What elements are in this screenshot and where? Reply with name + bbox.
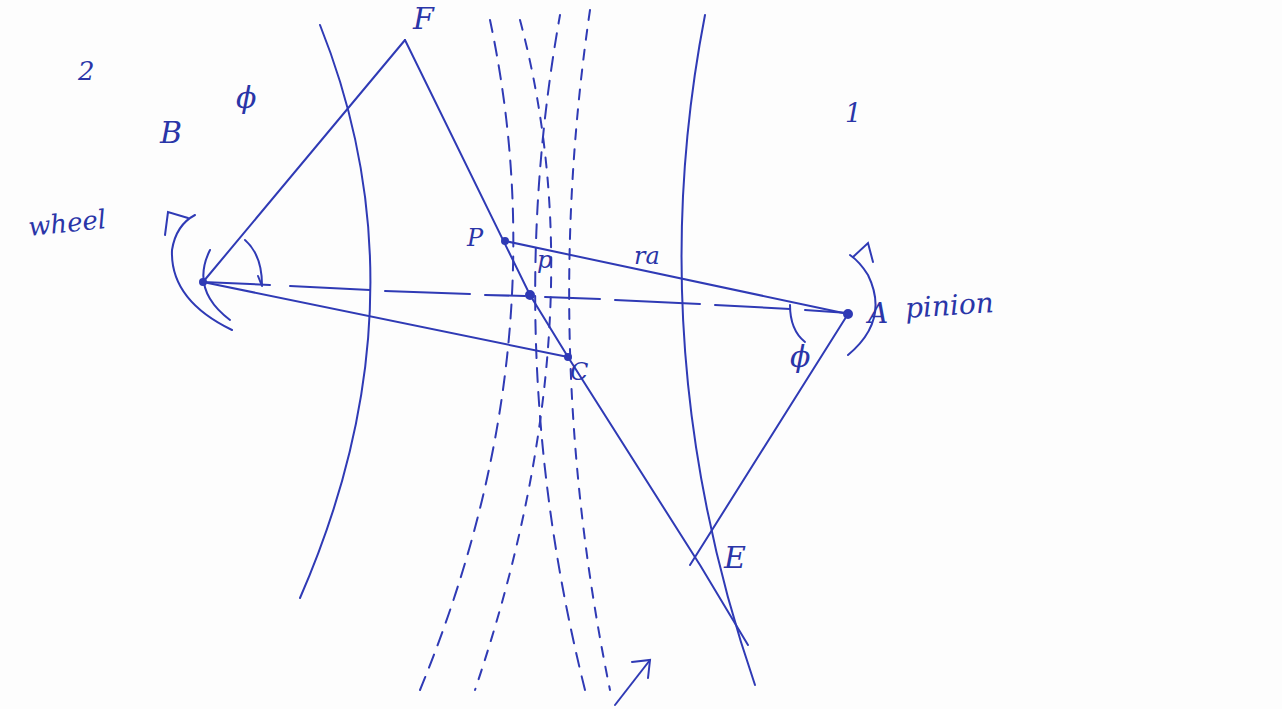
angle-symbol: ϕ [236, 83, 256, 113]
angle-arc [203, 250, 230, 320]
part-name: pinion [904, 289, 995, 323]
centre-label: A [868, 300, 888, 328]
base-radius-line [690, 314, 848, 565]
radius-line [203, 282, 568, 357]
point-label: P [467, 226, 483, 250]
base-radius-line [203, 40, 405, 282]
centre-point [844, 310, 852, 318]
point-label: p [537, 248, 552, 272]
rotation-arrow [172, 215, 232, 330]
angle-symbol: ϕ [790, 342, 810, 372]
point-label: C [570, 360, 588, 384]
part-name: wheel [27, 206, 107, 240]
arrow-head [632, 660, 650, 678]
direction-arrow [615, 660, 650, 705]
gear-number: 2 [78, 58, 95, 84]
arrow-head [165, 212, 188, 235]
point-label: E [724, 543, 746, 573]
contact-point [502, 238, 508, 244]
pitch-point [526, 291, 534, 299]
gear-number: 1 [845, 100, 862, 126]
angle-arc [245, 240, 262, 285]
centre-point [200, 279, 206, 285]
angle-arc [790, 305, 805, 342]
angle-tick [258, 276, 262, 286]
dedendum-circle [475, 20, 551, 690]
wheel-addendum-circle [300, 25, 370, 598]
pitch-circle [420, 20, 513, 690]
point-label: F [413, 4, 434, 34]
addendum-radius-line [505, 241, 848, 314]
dimension-label: ra [634, 244, 660, 268]
centre-label: B [160, 118, 182, 148]
dedendum-circle [569, 10, 610, 690]
arrow-head [853, 243, 873, 262]
pinion-addendum-circle [682, 15, 755, 685]
